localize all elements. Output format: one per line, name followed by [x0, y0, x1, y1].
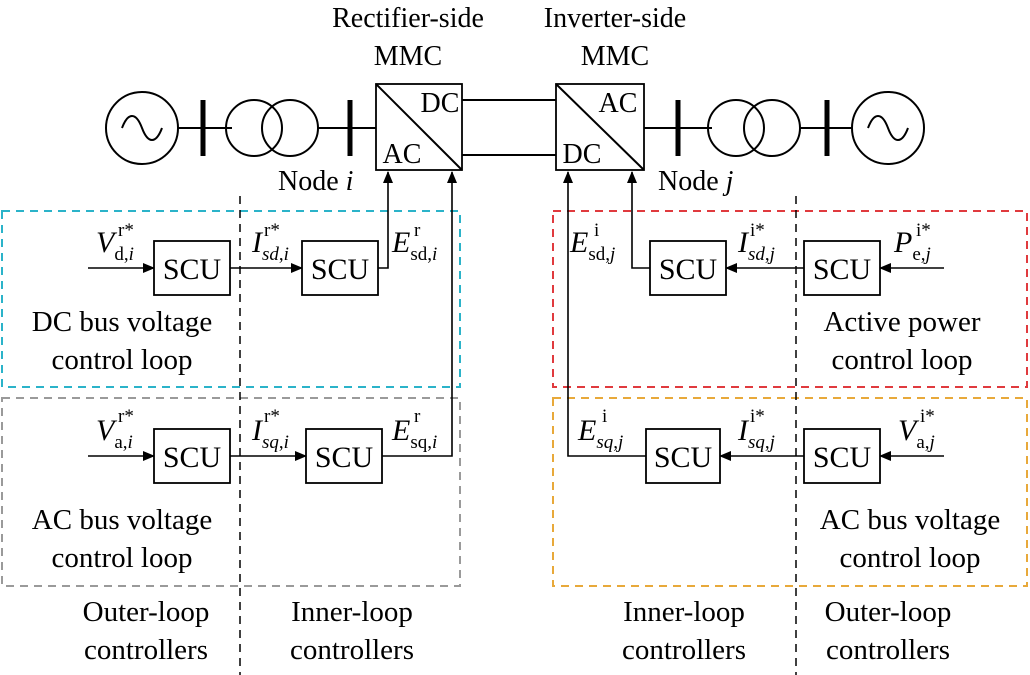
signal-pe-ref: Pe,j i*	[893, 220, 931, 265]
transformer-icon	[225, 99, 319, 157]
dc-bus-loop-label-2: control loop	[52, 344, 193, 376]
scu-block-inner-d-inv	[649, 240, 727, 296]
active-power-loop-label-2: control loop	[832, 344, 973, 376]
svg-text:Vd,i: Vd,i	[96, 226, 134, 265]
svg-text:Esq,i: Esq,i	[391, 414, 437, 453]
scu-label: SCU	[311, 253, 370, 286]
svg-text:Isq,i: Isq,i	[251, 414, 289, 453]
scu-label: SCU	[659, 253, 718, 286]
signal-va-ref: Va,i r*	[96, 406, 134, 453]
ac-bus-left-loop-label-2: control loop	[52, 542, 193, 574]
scu-label: SCU	[163, 253, 222, 286]
outer-loop-left-label-1: Outer-loop	[83, 596, 210, 628]
scu-block-inner-q-inv	[645, 428, 721, 484]
svg-text:Esd,i: Esd,i	[391, 226, 437, 265]
ac-bus-left-loop-boundary	[1, 397, 461, 587]
ac-source-icon	[851, 91, 925, 165]
transformer-icon	[707, 99, 801, 157]
scu-block-outer-ac	[153, 428, 231, 484]
scu-label: SCU	[813, 441, 872, 474]
inverter-title-mmc: MMC	[581, 41, 649, 72]
inner-loop-right-label-2: controllers	[622, 634, 746, 666]
svg-text:r*: r*	[118, 220, 134, 241]
arrow-esd-to-converter	[378, 171, 393, 269]
outer-loop-left-label-2: controllers	[84, 634, 208, 666]
scu-label: SCU	[163, 441, 222, 474]
signal-va-ref-inv: Va,j i*	[898, 406, 935, 453]
ac-bus-right-loop-boundary	[552, 397, 1028, 587]
inverter-dc-label: DC	[563, 139, 602, 170]
svg-text:r: r	[414, 406, 421, 427]
rectifier-title-mmc: MMC	[374, 41, 442, 72]
signal-isd-ref-inv: Isd,j i*	[737, 220, 775, 265]
svg-text:i*: i*	[750, 220, 765, 241]
rectifier-title: Rectifier-side	[332, 3, 484, 34]
svg-text:Esd,j: Esd,j	[569, 226, 615, 265]
scu-block-inner-d	[301, 240, 379, 296]
svg-text:Isd,i: Isd,i	[251, 226, 289, 265]
signal-esd-inv: Esd,j i	[569, 220, 615, 265]
inner-loop-left-label-1: Inner-loop	[291, 596, 413, 628]
scu-label: SCU	[813, 253, 872, 286]
rectifier-ac-label: AC	[383, 139, 422, 170]
signal-esq-rect: Esq,i r	[391, 406, 437, 453]
ac-bus-right-loop-label-2: control loop	[840, 542, 981, 574]
inverter-title: Inverter-side	[544, 3, 686, 34]
svg-text:r: r	[414, 220, 421, 241]
svg-text:Va,j: Va,j	[898, 414, 935, 453]
scu-block-outer-dc	[153, 240, 231, 296]
scu-label: SCU	[654, 441, 713, 474]
signal-esd-rect: Esd,i r	[391, 220, 437, 265]
signal-esq-inv: Esq,j i	[577, 406, 623, 453]
inner-loop-right-label-1: Inner-loop	[623, 596, 745, 628]
ac-source-icon	[105, 91, 179, 165]
svg-text:i*: i*	[920, 406, 935, 427]
converter-icon	[555, 83, 645, 171]
signal-isq-ref: Isq,i r*	[251, 406, 289, 453]
svg-text:i*: i*	[916, 220, 931, 241]
svg-text:r*: r*	[264, 220, 280, 241]
ac-bus-right-loop-label-1: AC bus voltage	[820, 504, 1000, 536]
svg-text:i*: i*	[750, 406, 765, 427]
dc-bus-loop-label-1: DC bus voltage	[32, 306, 212, 338]
svg-text:i: i	[594, 220, 599, 241]
scu-block-outer-ac-inv	[803, 428, 881, 484]
scu-label: SCU	[315, 441, 374, 474]
dc-bus-loop-boundary	[1, 210, 461, 388]
active-power-loop-label-1: Active power	[823, 306, 980, 338]
signal-isd-ref: Isd,i r*	[251, 220, 289, 265]
arrow-esq-to-converter	[382, 171, 457, 457]
svg-text:Esq,j: Esq,j	[577, 414, 623, 453]
signal-vd-ref: Vd,i r*	[96, 220, 134, 265]
node-j-label: Node j	[658, 166, 734, 197]
svg-text:Isq,j: Isq,j	[737, 414, 775, 453]
node-i-label: Node i	[278, 166, 353, 197]
svg-text:Isd,j: Isd,j	[737, 226, 775, 265]
inner-loop-left-label-2: controllers	[290, 634, 414, 666]
svg-text:r*: r*	[264, 406, 280, 427]
converter-icon	[375, 83, 463, 171]
scu-block-inner-q	[305, 428, 383, 484]
outer-loop-right-label-2: controllers	[826, 634, 950, 666]
arrow-esq-to-inverter	[563, 171, 646, 457]
outer-loop-right-label-1: Outer-loop	[825, 596, 952, 628]
svg-text:Pe,j: Pe,j	[893, 226, 931, 265]
svg-text:r*: r*	[118, 406, 134, 427]
signal-isq-ref-inv: Isq,j i*	[737, 406, 775, 453]
svg-text:Va,i: Va,i	[96, 414, 133, 453]
inverter-ac-label: AC	[599, 88, 638, 119]
arrow-esd-to-inverter	[627, 171, 650, 269]
ac-bus-left-loop-label-1: AC bus voltage	[32, 504, 212, 536]
svg-text:i: i	[602, 406, 607, 427]
rectifier-dc-label: DC	[421, 88, 460, 119]
active-power-loop-boundary	[552, 210, 1028, 388]
